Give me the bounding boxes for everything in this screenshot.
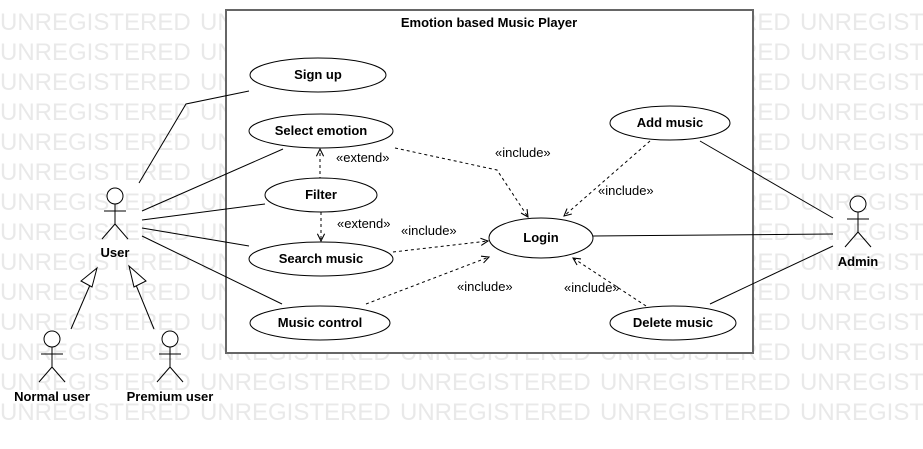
watermark-text: UNREGISTERED xyxy=(0,99,191,126)
watermark-text: UNREGISTERED xyxy=(800,99,923,126)
generalization-arrowhead-normal xyxy=(80,266,98,288)
watermark-text: UNREGISTERED xyxy=(400,399,591,426)
dependencies xyxy=(320,140,651,307)
use-case-delete-music[interactable]: Delete music xyxy=(609,305,737,341)
use-case-select-emotion-label: Select emotion xyxy=(275,123,368,138)
watermark-text: UNREGISTERED xyxy=(800,219,923,246)
watermark-text: UNREGISTERED xyxy=(0,159,191,186)
include-search-music-login xyxy=(392,241,488,253)
watermark-text: UNREGISTERED xyxy=(800,159,923,186)
use-case-music-control[interactable]: Music control xyxy=(249,305,391,341)
generalization-arrowhead-premium xyxy=(128,264,147,288)
watermark-text: UNREGISTERED xyxy=(0,219,191,246)
assoc-admin-login xyxy=(592,233,834,237)
relation-labels: «extend» «extend» «include» «include» «i… xyxy=(336,145,654,295)
watermark-text: UNREGISTERED xyxy=(400,369,591,396)
include-label-music-control: «include» xyxy=(457,279,513,294)
system-title: Emotion based Music Player xyxy=(401,15,577,30)
include-label-search-music: «include» xyxy=(401,223,457,238)
actor-user[interactable]: User xyxy=(101,187,130,260)
watermark-text: UNREGISTERED xyxy=(800,399,923,426)
use-case-add-music-label: Add music xyxy=(637,115,703,130)
assoc-admin-add-music xyxy=(699,140,834,219)
stick-figure-icon xyxy=(101,187,129,240)
watermark-text: UNREGISTERED xyxy=(800,309,923,336)
assoc-user-select-emotion xyxy=(141,148,284,212)
include-label-add-music: «include» xyxy=(598,183,654,198)
watermark-text: UNREGISTERED xyxy=(0,69,191,96)
use-case-sign-up[interactable]: Sign up xyxy=(249,57,387,93)
stick-figure-icon xyxy=(844,195,872,248)
watermark-text: UNREGISTERED xyxy=(800,249,923,276)
watermark-text: UNREGISTERED xyxy=(600,399,791,426)
assoc-admin-delete-music xyxy=(709,245,834,305)
actor-admin[interactable]: Admin xyxy=(838,195,879,269)
watermark-text: UNREGISTERED xyxy=(0,189,191,216)
use-case-music-control-label: Music control xyxy=(278,315,363,330)
include-add-music-login xyxy=(564,140,651,216)
extend-label-select-emotion: «extend» xyxy=(336,150,390,165)
watermark-text: UNREGISTERED xyxy=(200,399,391,426)
actor-premium-user[interactable]: Premium user xyxy=(127,330,214,404)
watermark-text: UNREGISTERED xyxy=(0,369,191,396)
assoc-user-search-music xyxy=(141,227,250,247)
include-delete-music-login xyxy=(573,258,647,307)
watermark-text: UNREGISTERED xyxy=(800,279,923,306)
use-case-add-music[interactable]: Add music xyxy=(609,105,731,141)
use-case-select-emotion[interactable]: Select emotion xyxy=(248,113,394,149)
generalizations xyxy=(70,264,155,330)
watermark-text: UNREGISTERED xyxy=(0,129,191,156)
watermark-text: UNREGISTERED xyxy=(0,279,191,306)
use-case-sign-up-label: Sign up xyxy=(294,67,342,82)
actor-normal-user[interactable]: Normal user xyxy=(14,330,90,404)
watermark-text: UNREGISTERED xyxy=(800,339,923,366)
actor-admin-label: Admin xyxy=(838,254,879,269)
associations xyxy=(138,90,834,305)
generalization-normal-user xyxy=(70,284,91,330)
assoc-user-sign-up xyxy=(138,90,250,184)
use-case-login-label: Login xyxy=(523,230,558,245)
watermark-text: UNREGISTERED xyxy=(0,9,191,36)
include-music-control-login xyxy=(365,257,489,305)
watermark-text: UNREGISTERED xyxy=(200,369,391,396)
watermark-text: UNREGISTERED xyxy=(800,9,923,36)
stick-figure-icon xyxy=(156,330,184,383)
watermark-text: UNREGISTERED xyxy=(0,399,191,426)
actor-user-label: User xyxy=(101,245,130,260)
include-label-delete-music: «include» xyxy=(564,280,620,295)
watermark-text: UNREGISTERED xyxy=(800,369,923,396)
stick-figure-icon xyxy=(38,330,66,383)
watermark-text: UNREGISTERED xyxy=(0,39,191,66)
assoc-user-music-control xyxy=(141,235,283,305)
watermark-text: UNREGISTERED xyxy=(0,339,191,366)
include-select-emotion-login xyxy=(394,147,528,217)
use-case-filter[interactable]: Filter xyxy=(264,177,378,213)
use-case-filter-label: Filter xyxy=(305,187,337,202)
actor-normal-user-label: Normal user xyxy=(14,389,90,404)
watermark-text: UNREGISTERED xyxy=(800,69,923,96)
watermark-text: UNREGISTERED xyxy=(0,309,191,336)
actor-premium-user-label: Premium user xyxy=(127,389,214,404)
use-case-search-music-label: Search music xyxy=(279,251,364,266)
watermark-text: UNREGISTERED xyxy=(800,39,923,66)
use-case-login[interactable]: Login xyxy=(488,217,594,259)
assoc-user-filter xyxy=(141,203,266,221)
watermark-text: UNREGISTERED xyxy=(800,129,923,156)
use-case-delete-music-label: Delete music xyxy=(633,315,713,330)
generalization-premium-user xyxy=(135,284,155,330)
use-case-search-music[interactable]: Search music xyxy=(248,241,394,277)
watermark-text: UNREGISTERED xyxy=(600,369,791,396)
extend-label-search-music: «extend» xyxy=(337,216,391,231)
include-label-select-emotion: «include» xyxy=(495,145,551,160)
